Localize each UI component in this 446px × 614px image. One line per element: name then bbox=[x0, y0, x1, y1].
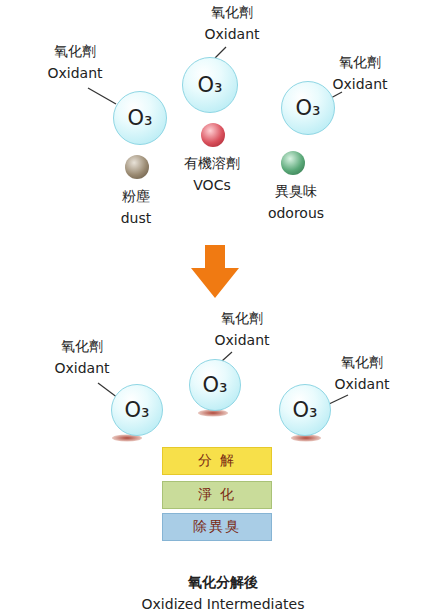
oxidant-label: 氧化劑 Oxidant bbox=[43, 40, 107, 84]
oxidant-bubble: 氧化劑 OxidantO₃ bbox=[189, 359, 241, 411]
oxidant-label: 氧化劑 Oxidant bbox=[330, 351, 394, 395]
pollutant-sphere: 粉塵 dust bbox=[125, 155, 149, 179]
process-band: 分 解 bbox=[162, 447, 272, 475]
oxidant-label: 氧化劑 Oxidant bbox=[200, 1, 264, 45]
band-text: 淨 化 bbox=[198, 486, 236, 504]
oxidant-bubble: 氧化劑 OxidantO₃ bbox=[111, 384, 163, 436]
oxidant-label: 氧化劑 Oxidant bbox=[328, 51, 392, 95]
caption: 氧化分解後 bbox=[0, 574, 446, 590]
leader-lines bbox=[88, 47, 348, 404]
ozone-formula: O₃ bbox=[293, 400, 318, 421]
ozone-formula: O₃ bbox=[125, 400, 150, 421]
caption-subtitle: Oxidized Intermediates bbox=[0, 596, 446, 612]
pollutant-label: 粉塵 dust bbox=[114, 185, 158, 229]
oxidant-bubble: 氧化劑 OxidantO₃ bbox=[113, 91, 167, 145]
process-band: 除異臭 bbox=[162, 513, 272, 541]
band-text: 分 解 bbox=[198, 452, 236, 470]
band-text: 除異臭 bbox=[193, 518, 241, 536]
ozone-formula: O₃ bbox=[296, 98, 321, 119]
pollutant-sphere: 異臭味 odorous bbox=[281, 151, 305, 175]
ozone-formula: O₃ bbox=[128, 108, 153, 129]
pollutant-label: 異臭味 odorous bbox=[264, 180, 328, 224]
ozone-formula: O₃ bbox=[203, 375, 228, 396]
oxidant-bubble: 氧化劑 OxidantO₃ bbox=[182, 57, 238, 113]
oxidant-bubble: 氧化劑 OxidantO₃ bbox=[279, 384, 331, 436]
oxidant-bubble: 氧化劑 OxidantO₃ bbox=[281, 81, 335, 135]
pollutant-label: 有機溶劑 VOCs bbox=[179, 152, 245, 196]
down-arrow bbox=[191, 245, 239, 298]
oxidant-label: 氧化劑 Oxidant bbox=[50, 335, 114, 379]
oxidant-label: 氧化劑 Oxidant bbox=[210, 307, 274, 351]
process-band: 淨 化 bbox=[162, 481, 272, 509]
pollutant-sphere: 有機溶劑 VOCs bbox=[201, 123, 225, 147]
ozone-formula: O₃ bbox=[198, 75, 223, 96]
